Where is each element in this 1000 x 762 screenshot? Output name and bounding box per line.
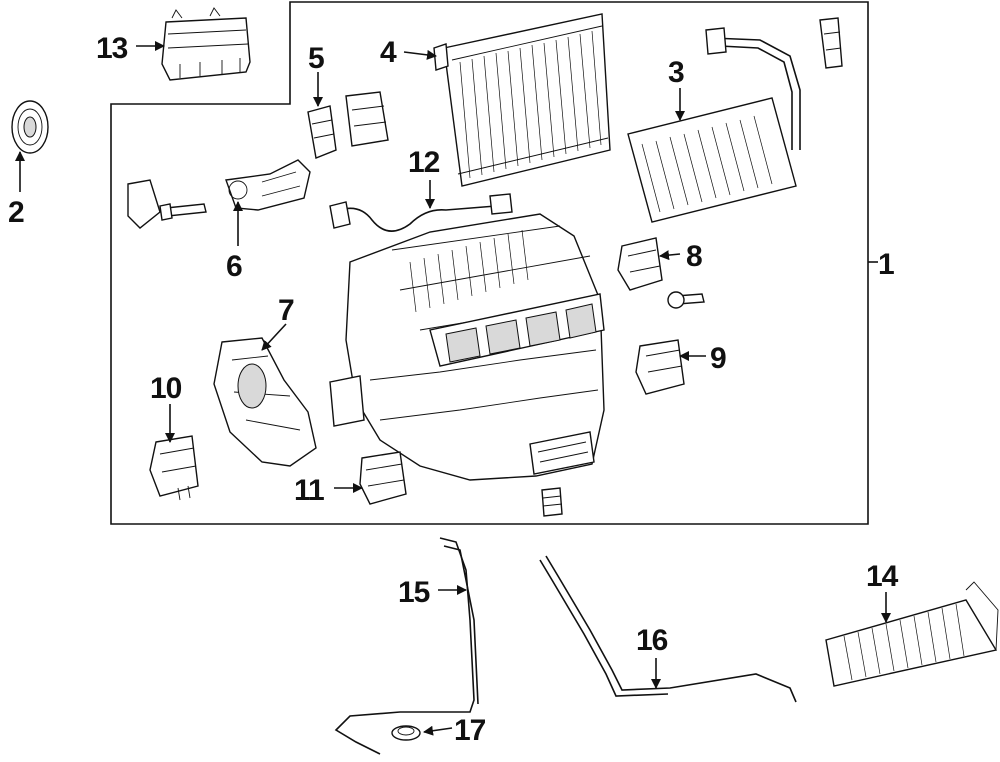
callout-3: 3 (668, 56, 684, 89)
callout-6: 6 (226, 250, 242, 283)
part-3-heater-core[interactable] (627, 27, 801, 223)
part-16-hose[interactable] (539, 555, 797, 703)
callout-15: 15 (398, 576, 430, 609)
part-14-filter[interactable] (825, 581, 999, 687)
callout-4: 4 (380, 36, 397, 69)
callout-9: 9 (710, 342, 726, 375)
callout-10: 10 (150, 372, 182, 405)
callout-7: 7 (278, 294, 294, 327)
part-11-actuator[interactable] (359, 451, 407, 505)
part-6-bracket (127, 179, 161, 229)
part-2-grommet[interactable] (11, 100, 49, 154)
callout-14: 14 (866, 560, 899, 593)
leader-lines (15, 41, 891, 736)
callout-17: 17 (454, 714, 486, 747)
part-9-actuator[interactable] (635, 339, 685, 395)
callout-2: 2 (8, 196, 24, 229)
callout-1: 1 (878, 248, 894, 281)
callout-13: 13 (96, 32, 128, 65)
part-17-grommet[interactable] (391, 725, 421, 741)
part-13-control-module[interactable] (161, 7, 251, 81)
callout-8: 8 (686, 240, 702, 273)
callout-16: 16 (636, 624, 668, 657)
part-12-wire-harness[interactable] (329, 193, 513, 232)
drain-fitting (541, 487, 563, 517)
part-5-clip (345, 91, 389, 147)
bolt (159, 203, 207, 221)
hvac-housing[interactable] (329, 213, 605, 481)
callout-12: 12 (408, 146, 440, 179)
part-7-blower-housing[interactable] (213, 337, 317, 467)
callout-11: 11 (294, 474, 324, 507)
part-5-sensor[interactable] (307, 105, 337, 159)
part-15-hose[interactable] (334, 537, 479, 755)
callout-5: 5 (308, 42, 324, 75)
assembly-frame (110, 1, 869, 525)
part-10-actuator[interactable] (149, 435, 199, 501)
part-4-evaporator[interactable] (433, 13, 611, 187)
part-8-actuator[interactable] (617, 237, 663, 291)
part-3-pipe-clip (819, 17, 843, 69)
screw (667, 291, 705, 309)
